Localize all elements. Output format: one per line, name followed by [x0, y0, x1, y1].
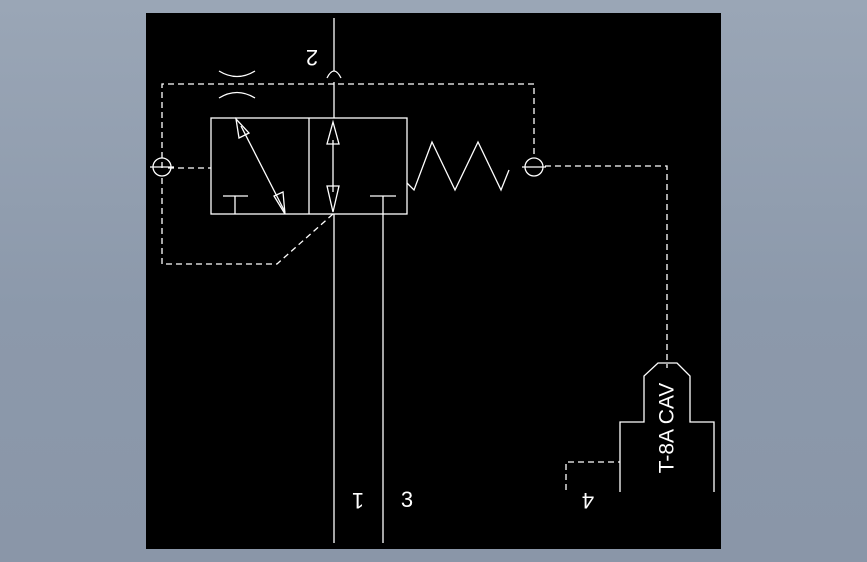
diagonal-flow-arrow: [235, 116, 286, 215]
spring-symbol: [406, 140, 510, 192]
orifice-icon: [218, 70, 256, 99]
pilot-port-left-icon: [150, 157, 174, 177]
drain-line-bottom: [161, 178, 334, 265]
cavity-outline: [619, 362, 715, 492]
pilot-line-top: [161, 83, 535, 168]
vertical-flow-arrow: [326, 119, 340, 213]
pilot-line-right: [545, 165, 668, 368]
blocked-port-left: [223, 195, 248, 214]
port-1-label: 1: [352, 488, 364, 513]
cavity-label: T-8A CAV: [656, 383, 679, 474]
pilot-port-right-icon: [522, 157, 546, 177]
drain-line-port-4: [565, 461, 620, 490]
line-crossing-hop: [326, 70, 342, 79]
canvas-background: [146, 13, 721, 549]
port-3-label: 3: [401, 487, 413, 512]
port-2-label: 2: [306, 45, 318, 70]
port-4-label: 4: [582, 488, 594, 513]
